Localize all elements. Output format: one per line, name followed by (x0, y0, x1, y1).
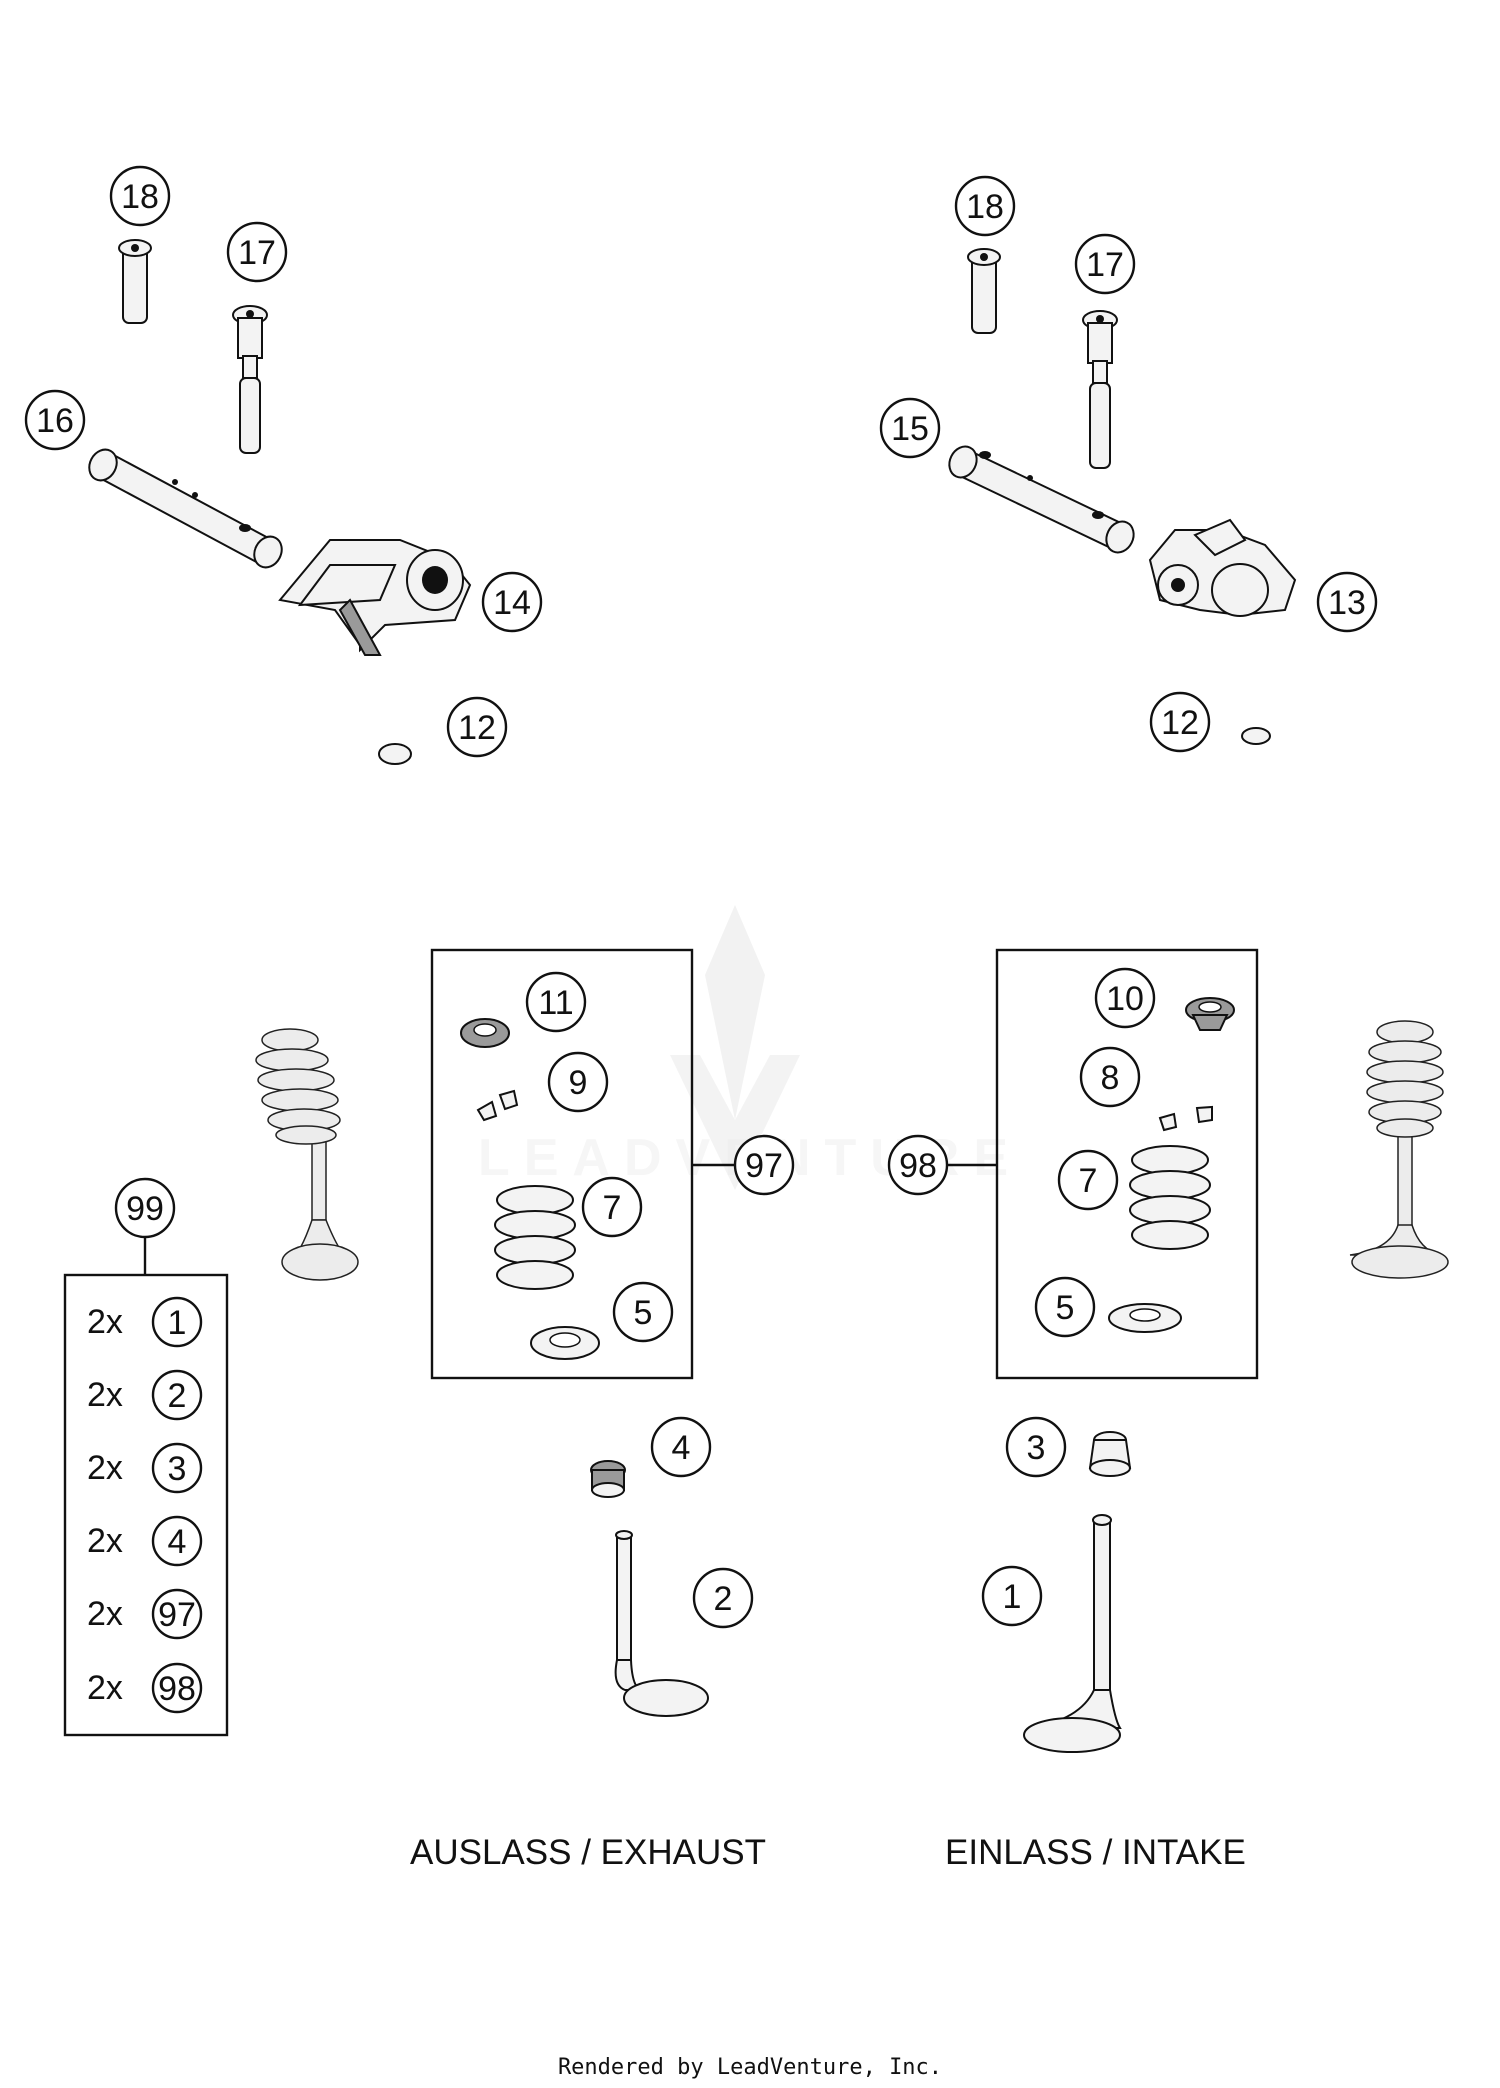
screw-18-left (118, 239, 152, 324)
kit-99-rows: 2x 1 2x 2 2x 3 2x 4 2x 97 2x 98 (87, 1296, 203, 1714)
kit-99-box (63, 1273, 229, 1737)
svg-text:5: 5 (1056, 1289, 1075, 1327)
callout-17-left[interactable]: 17 (226, 221, 288, 283)
callout-98[interactable]: 98 (887, 1134, 949, 1196)
callout-14[interactable]: 14 (481, 571, 543, 633)
svg-text:99: 99 (126, 1190, 164, 1228)
svg-text:14: 14 (493, 584, 531, 622)
callout-5-left[interactable]: 5 (612, 1281, 674, 1343)
kit-99-row: 2x 2 (87, 1369, 203, 1421)
svg-text:18: 18 (966, 188, 1004, 226)
kit-99-row: 2x 98 (87, 1662, 203, 1714)
svg-text:13: 13 (1328, 584, 1366, 622)
intake-valve-assembly (1349, 1020, 1449, 1279)
caption-exhaust: AUSLASS / EXHAUST (410, 1833, 766, 1872)
valve-stem-seal-4 (590, 1460, 626, 1498)
valve-stem-seal-3 (1088, 1431, 1132, 1477)
svg-text:9: 9 (569, 1064, 588, 1102)
kit-97-parts (460, 1018, 600, 1360)
callout-10[interactable]: 10 (1094, 967, 1156, 1029)
svg-text:3: 3 (1027, 1429, 1046, 1467)
screw-17-right (1082, 310, 1118, 469)
callout-99[interactable]: 99 (114, 1177, 176, 1239)
callout-3[interactable]: 3 (1005, 1416, 1067, 1478)
kit-99-qty: 2x (87, 1303, 123, 1341)
callout-17-right[interactable]: 17 (1074, 233, 1136, 295)
svg-text:17: 17 (238, 234, 276, 272)
kit-99-ref: 3 (168, 1450, 187, 1488)
svg-text:15: 15 (891, 410, 929, 448)
svg-text:4: 4 (672, 1429, 691, 1467)
callout-12-right[interactable]: 12 (1149, 691, 1211, 753)
svg-text:18: 18 (121, 178, 159, 216)
screw-18-right (967, 248, 1001, 334)
kit-99-ref: 2 (168, 1377, 187, 1415)
kit-99-qty: 2x (87, 1449, 123, 1487)
callout-9[interactable]: 9 (547, 1051, 609, 1113)
rocker-shaft-15 (948, 445, 1135, 554)
rocker-shaft-16 (88, 448, 283, 569)
kit-99-qty: 2x (87, 1522, 123, 1560)
svg-text:12: 12 (458, 709, 496, 747)
svg-text:97: 97 (745, 1147, 783, 1185)
svg-text:2: 2 (714, 1580, 733, 1618)
callout-7-right[interactable]: 7 (1057, 1149, 1119, 1211)
callout-18-right[interactable]: 18 (954, 175, 1016, 237)
exhaust-valve-2 (614, 1530, 709, 1717)
footer-credit: Rendered by LeadVenture, Inc. (557, 2055, 943, 2080)
callout-15[interactable]: 15 (879, 397, 941, 459)
intake-valve-1 (1023, 1514, 1122, 1753)
kit-99-ref: 4 (168, 1523, 187, 1561)
kit-99-qty: 2x (87, 1595, 123, 1633)
exhaust-valve-assembly (255, 1028, 359, 1281)
svg-text:17: 17 (1086, 246, 1124, 284)
svg-text:5: 5 (634, 1294, 653, 1332)
callout-18-left[interactable]: 18 (109, 165, 171, 227)
svg-text:7: 7 (603, 1189, 622, 1227)
svg-text:12: 12 (1161, 704, 1199, 742)
svg-text:98: 98 (899, 1147, 937, 1185)
callout-12-left[interactable]: 12 (446, 696, 508, 758)
kit-99-qty: 2x (87, 1376, 123, 1414)
svg-text:16: 16 (36, 402, 74, 440)
callout-13[interactable]: 13 (1316, 571, 1378, 633)
svg-text:1: 1 (1003, 1578, 1022, 1616)
svg-text:10: 10 (1106, 980, 1144, 1018)
kit-99-row: 2x 97 (87, 1588, 203, 1640)
kit-99-ref: 98 (158, 1670, 196, 1708)
callout-2[interactable]: 2 (692, 1567, 754, 1629)
rocker-arm-14 (278, 539, 472, 656)
callout-11[interactable]: 11 (525, 971, 587, 1033)
callout-5-right[interactable]: 5 (1034, 1276, 1096, 1338)
svg-text:11: 11 (538, 984, 573, 1022)
caption-intake: EINLASS / INTAKE (945, 1833, 1246, 1872)
callout-16[interactable]: 16 (24, 389, 86, 451)
kit-98-parts (1108, 997, 1235, 1333)
kit-99-row: 2x 3 (87, 1442, 203, 1494)
callout-4[interactable]: 4 (650, 1416, 712, 1478)
callout-8[interactable]: 8 (1079, 1046, 1141, 1108)
kit-99-qty: 2x (87, 1669, 123, 1707)
callout-97[interactable]: 97 (733, 1134, 795, 1196)
svg-text:7: 7 (1079, 1162, 1098, 1200)
callout-1[interactable]: 1 (981, 1565, 1043, 1627)
kit-99-row: 2x 4 (87, 1515, 203, 1567)
svg-text:8: 8 (1101, 1059, 1120, 1097)
kit-99-row: 2x 1 (87, 1296, 203, 1348)
valve-pad-12-right (1241, 727, 1271, 745)
screw-17-left (232, 305, 268, 454)
kit-99-ref: 97 (158, 1596, 196, 1634)
kit-99-ref: 1 (168, 1304, 187, 1342)
rocker-arm-13 (1148, 518, 1297, 617)
valve-pad-12-left (378, 743, 412, 765)
callout-7-left[interactable]: 7 (581, 1176, 643, 1238)
